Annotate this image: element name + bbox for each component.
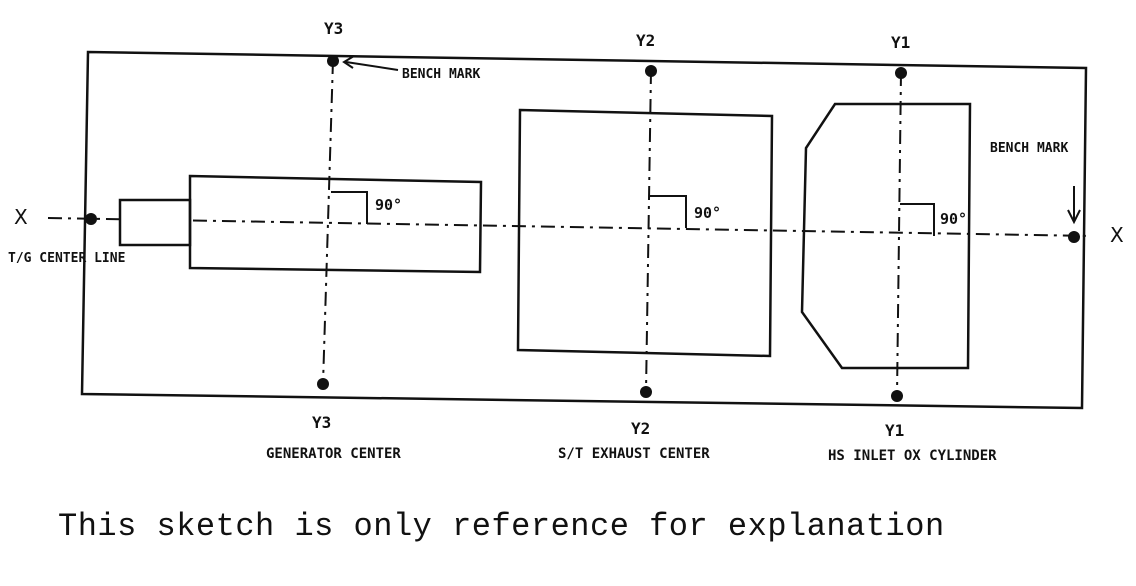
y1-top-label: Y1 [891, 33, 910, 52]
y1-top-dot [895, 67, 907, 79]
angle-label-inlet: 90° [940, 210, 967, 228]
y3-top-dot [327, 55, 339, 67]
exhaust-center-label: S/T EXHAUST CENTER [558, 446, 710, 462]
right-angle-gen [331, 191, 368, 224]
angle-label-gen: 90° [375, 196, 402, 214]
inlet-cylinder-box [800, 102, 972, 370]
arrowhead-right [1067, 209, 1081, 225]
y2-top-dot [645, 65, 657, 77]
y2-center-line [645, 69, 652, 393]
bench-mark-right-label: BENCH MARK [990, 141, 1068, 156]
base-frame [80, 50, 1088, 410]
exhaust-box [516, 108, 774, 358]
y1-bottom-dot [891, 390, 903, 402]
y1-center-line [896, 71, 902, 397]
tg-center-line-label: T/G CENTER LINE [8, 251, 125, 266]
y2-bottom-label: Y2 [631, 419, 650, 438]
bench-mark-top-label: BENCH MARK [402, 67, 480, 82]
arrowhead-top [342, 55, 355, 69]
x-left-dot [85, 213, 97, 225]
y3-bottom-dot [317, 378, 329, 390]
y3-center-line [322, 59, 334, 385]
inlet-cylinder-label: HS INLET OX CYLINDER [828, 448, 997, 464]
x-right-dot [1068, 231, 1080, 243]
angle-label-exhaust: 90° [694, 204, 721, 222]
x-right-label: X [1110, 223, 1124, 247]
y1-bottom-label: Y1 [885, 421, 904, 440]
generator-center-label: GENERATOR CENTER [266, 446, 401, 462]
sketch-caption: This sketch is only reference for explan… [58, 508, 945, 545]
right-angle-inlet [900, 203, 935, 236]
x-left-label: X [14, 205, 28, 229]
generator-shaft [118, 198, 192, 247]
y3-top-label: Y3 [324, 19, 343, 38]
y2-bottom-dot [640, 386, 652, 398]
y3-bottom-label: Y3 [312, 413, 331, 432]
turbine-alignment-sketch: X X Y3 Y2 Y1 Y3 Y2 Y1 BENCH MARK BENCH M… [8, 19, 1124, 464]
bench-mark-arrow-top [345, 61, 399, 71]
right-angle-exhaust [650, 195, 687, 228]
y2-top-label: Y2 [636, 31, 655, 50]
generator-body [188, 174, 483, 274]
